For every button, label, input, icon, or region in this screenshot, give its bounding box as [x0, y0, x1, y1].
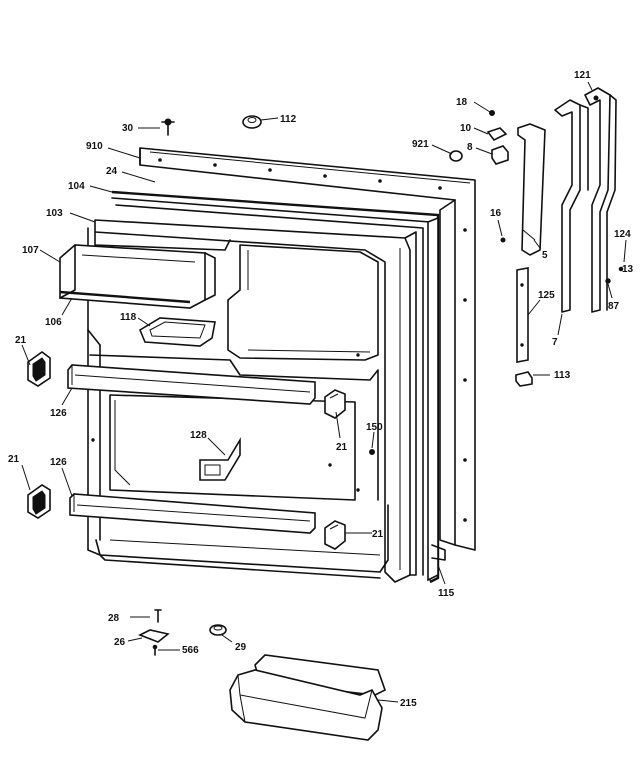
screw-16 [500, 237, 506, 243]
label-113: 113 [554, 370, 571, 381]
label-24: 24 [106, 166, 118, 177]
label-8: 8 [467, 142, 473, 153]
label-5: 5 [542, 250, 548, 261]
screw-13 [618, 266, 624, 272]
label-7: 7 [552, 337, 558, 348]
label-29: 29 [235, 642, 247, 653]
screw-150 [369, 449, 375, 455]
label-13: 13 [622, 264, 634, 275]
plate-26 [138, 629, 170, 643]
label-910: 910 [86, 141, 103, 152]
label-21-lower-right: 21 [372, 529, 384, 540]
tray-118 [138, 317, 216, 347]
label-104: 104 [68, 181, 85, 192]
label-215: 215 [400, 698, 417, 709]
part-number-labels: 30 112 910 24 104 103 107 106 118 21 126… [8, 70, 634, 709]
label-16: 16 [490, 208, 502, 219]
side-seal-strip [427, 216, 446, 582]
hinge-part-10 [486, 127, 508, 142]
shelf-bar-end-cap-upper-right [324, 389, 346, 419]
shelf-bar-end-cap-lower-left [27, 484, 51, 519]
door-handle-121 [584, 87, 617, 313]
door-handle-7 [554, 99, 589, 313]
leader-lines [21, 81, 627, 703]
label-115: 115 [438, 588, 455, 599]
label-30: 30 [122, 123, 134, 134]
label-121: 121 [574, 70, 591, 81]
label-103: 103 [46, 208, 63, 219]
screw-30 [161, 118, 175, 136]
label-921: 921 [412, 139, 429, 150]
clip-113 [515, 371, 533, 387]
label-112: 112 [280, 114, 297, 125]
label-21-upper-left: 21 [15, 335, 27, 346]
label-126-upper: 126 [50, 408, 67, 419]
shelf-bar-end-cap-lower-right [324, 520, 346, 550]
cap-29 [209, 624, 227, 636]
plug-112 [242, 115, 262, 129]
label-26: 26 [114, 637, 126, 648]
dairy-compartment-door [59, 244, 216, 309]
label-118: 118 [120, 312, 137, 323]
label-126-lower: 126 [50, 457, 67, 468]
label-107: 107 [22, 245, 39, 256]
outer-door-panel [139, 147, 476, 551]
label-125: 125 [538, 290, 555, 301]
label-87: 87 [608, 301, 620, 312]
label-566: 566 [182, 645, 199, 656]
cap-921 [449, 150, 463, 162]
screw-18 [489, 110, 495, 116]
label-124: 124 [614, 229, 631, 240]
label-128: 128 [190, 430, 207, 441]
label-28: 28 [108, 613, 120, 624]
shelf-bar-end-cap-upper-left [27, 351, 51, 387]
strip-125 [516, 267, 529, 363]
shelf-bar-upper [67, 364, 316, 405]
screw-566 [152, 644, 158, 656]
label-106: 106 [45, 317, 62, 328]
hinge-part-8 [491, 145, 509, 165]
label-21-lower-left: 21 [8, 454, 20, 465]
hinge-bracket-5 [517, 123, 546, 256]
label-150: 150 [366, 422, 383, 433]
bracket-128 [199, 437, 241, 481]
pin-28 [154, 609, 162, 623]
screw-87 [605, 278, 611, 284]
label-18: 18 [456, 97, 468, 108]
label-21-upper-right: 21 [336, 442, 348, 453]
door-bin-215 [229, 654, 386, 741]
label-10: 10 [460, 123, 472, 134]
shelf-bar-lower [69, 493, 316, 534]
